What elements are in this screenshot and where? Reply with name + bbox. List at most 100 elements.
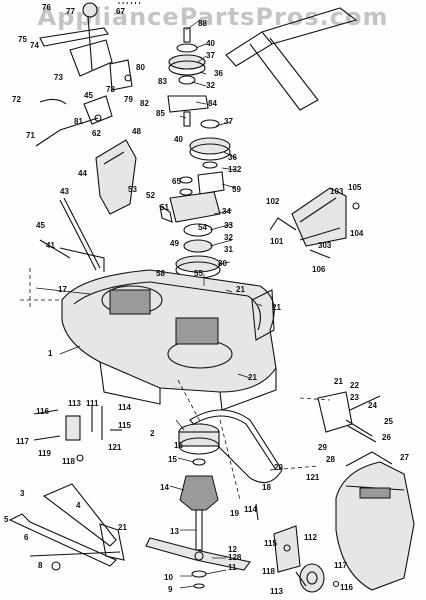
- dash-ref-belt: [219, 419, 241, 501]
- mower-blade: [145, 537, 251, 589]
- mower-deck: [61, 269, 277, 411]
- callout: 13: [170, 527, 179, 536]
- callout: 45: [36, 221, 45, 230]
- callout: 55: [194, 269, 203, 278]
- callout: 103: [330, 187, 344, 196]
- callout: 84: [208, 99, 217, 108]
- callout: 11: [228, 563, 237, 572]
- callout: 34: [222, 207, 231, 216]
- callout: 15: [168, 455, 177, 464]
- callout: 36: [228, 153, 237, 162]
- callout: 54: [198, 223, 207, 232]
- callout: 85: [156, 109, 165, 118]
- callout: 128: [228, 553, 242, 562]
- callout: 4: [76, 501, 81, 510]
- callout: 78: [106, 85, 115, 94]
- callout: 28: [326, 455, 335, 464]
- callout-labels: 76 77 67 75 74 73 78 80 79 82 72 45 81 6…: [4, 3, 409, 596]
- callout: 71: [26, 131, 35, 140]
- callout: 114: [244, 505, 257, 514]
- callout: 6: [24, 533, 29, 542]
- lower-spindle: [178, 423, 220, 551]
- callout: 111: [86, 399, 99, 408]
- callout: 37: [224, 117, 233, 126]
- callout: 105: [348, 183, 362, 192]
- callout: 83: [158, 77, 167, 86]
- callout: 117: [334, 561, 347, 570]
- callout: 3: [20, 489, 25, 498]
- callout: 32: [224, 233, 233, 242]
- callout: 14: [160, 483, 169, 492]
- callout: 79: [124, 95, 133, 104]
- callout: 121: [306, 473, 320, 482]
- callout: 21: [272, 303, 281, 312]
- callout: 118: [262, 567, 275, 576]
- callout: 58: [156, 269, 165, 278]
- callout: 21: [118, 523, 127, 532]
- callout: 24: [368, 401, 377, 410]
- callout: 31: [224, 245, 233, 254]
- callout: 65: [172, 177, 181, 186]
- callout: 19: [230, 509, 239, 518]
- right-hardware: [255, 503, 340, 593]
- callout: 8: [38, 561, 43, 570]
- discharge-deflector: [269, 187, 360, 259]
- callout: 30: [218, 259, 227, 268]
- callout: 106: [312, 265, 326, 274]
- callout: 23: [350, 393, 359, 402]
- callout: 9: [168, 585, 173, 594]
- callout: 116: [36, 407, 49, 416]
- callout: 20: [274, 463, 283, 472]
- callout: 115: [118, 421, 131, 430]
- callout: 36: [214, 69, 223, 78]
- callout: 102: [266, 197, 280, 206]
- callout: 45: [84, 91, 93, 100]
- callout: 21: [334, 377, 343, 386]
- callout: 12: [228, 545, 237, 554]
- callout: 18: [262, 483, 271, 492]
- middle-pulley-stack: [179, 119, 231, 196]
- rear-bracket: [317, 391, 381, 443]
- callout: 41: [46, 241, 55, 250]
- callout: 76: [42, 3, 51, 12]
- callout: 21: [236, 285, 245, 294]
- callout: 113: [270, 587, 283, 596]
- callout: 44: [78, 169, 87, 178]
- callout: 72: [12, 95, 21, 104]
- callout: 74: [30, 41, 39, 50]
- callout: 22: [350, 381, 359, 390]
- callout: 25: [384, 417, 393, 426]
- callout: 114: [118, 403, 131, 412]
- callout: 77: [66, 7, 75, 16]
- callout: 40: [206, 39, 215, 48]
- callout: 115: [264, 539, 277, 548]
- left-rods: [39, 197, 105, 272]
- callout: 132: [228, 165, 242, 174]
- callout: 121: [108, 443, 122, 452]
- idler-bracket: [159, 191, 221, 279]
- callout: 21: [248, 373, 257, 382]
- callout: 1: [48, 349, 53, 358]
- lift-linkage: [35, 2, 133, 147]
- callout: 81: [74, 117, 83, 126]
- dash-ref-right: [299, 397, 331, 401]
- callout: 5: [4, 515, 9, 524]
- t-handle-belt: [225, 7, 358, 111]
- callout: 116: [340, 583, 353, 592]
- callout: 33: [224, 221, 233, 230]
- callout: 112: [304, 533, 317, 542]
- callout: 303: [318, 241, 332, 250]
- callout: 37: [206, 51, 215, 60]
- callout: 49: [170, 239, 179, 248]
- callout: 29: [318, 443, 327, 452]
- front-linkage: [8, 483, 125, 571]
- callout: 2: [150, 429, 155, 438]
- callout: 53: [128, 185, 137, 194]
- callout: 73: [54, 73, 63, 82]
- leader-lines: [35, 19, 263, 589]
- callout: 10: [164, 573, 173, 582]
- callout: 104: [350, 229, 364, 238]
- callout: 52: [146, 191, 155, 200]
